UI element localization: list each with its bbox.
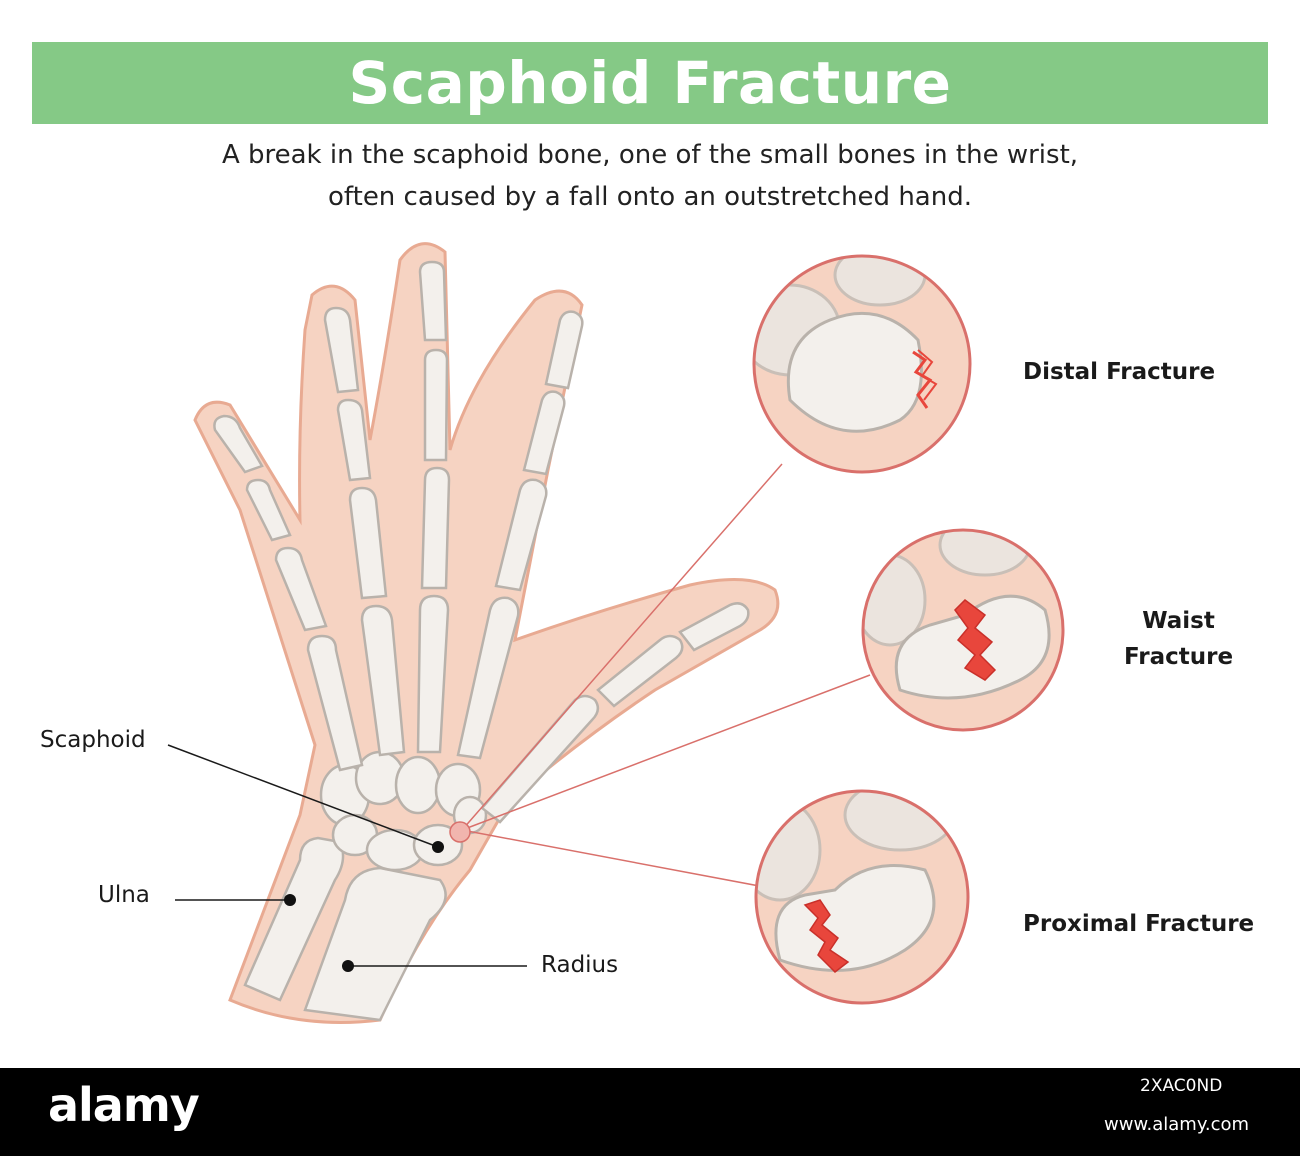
waist-fracture-zoom [861,528,1065,732]
scaphoid-label: Scaphoid [40,727,146,753]
description: A break in the scaphoid bone, one of the… [40,134,1260,218]
alamy-logo: alamy [48,1078,200,1132]
radius-bone [303,866,447,1022]
ulna-pointer-dot [284,894,296,906]
title-banner: Scaphoid Fracture [32,42,1268,124]
ulna-label: Ulna [98,882,150,908]
proximal-fracture-zoom [754,789,970,1005]
scaphoid-diagram [167,242,1065,1024]
description-line-2: often caused by a fall onto an outstretc… [328,182,972,212]
site-url: www.alamy.com [1104,1114,1250,1135]
distal-fracture-label: Distal Fracture [1023,359,1216,385]
label-pointers [167,744,527,967]
radius-label: Radius [541,952,619,978]
connector-lines [461,463,871,889]
hand-bones [213,260,750,1022]
waist-fracture-label-line-2: Fracture [1124,644,1234,670]
scaphoid-pointer-dot [432,841,444,853]
page-title: Scaphoid Fracture [348,49,952,117]
waist-fracture-label: Waist Fracture [1124,603,1233,675]
scaphoid-highlight [449,821,471,843]
description-line-1: A break in the scaphoid bone, one of the… [221,140,1079,170]
watermark-footer: alamy 2XAC0ND www.alamy.com [0,1068,1300,1156]
image-id: 2XAC0ND [1140,1076,1223,1096]
proximal-fracture-label: Proximal Fracture [1023,911,1255,937]
radius-pointer-dot [342,960,354,972]
waist-fracture-label-line-1: Waist [1142,608,1215,634]
distal-fracture-zoom [752,254,972,474]
